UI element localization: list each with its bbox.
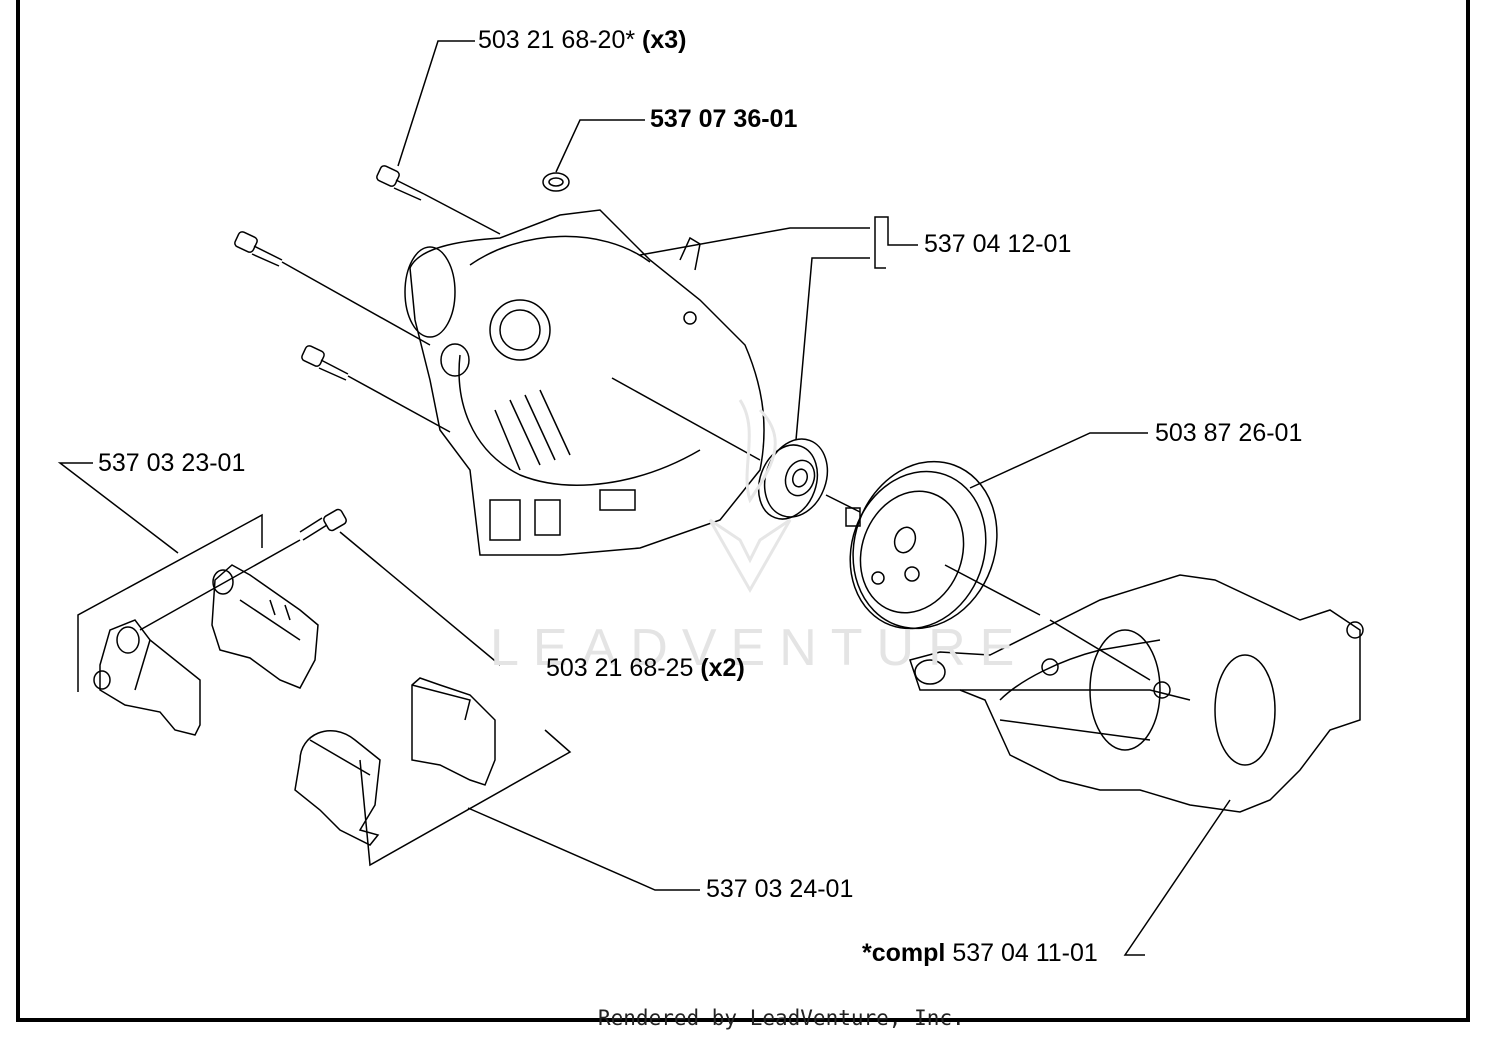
screw-icon xyxy=(234,231,431,346)
clip-icon xyxy=(542,172,570,192)
part-quantity: (x3) xyxy=(642,26,687,54)
crankcase-half-icon xyxy=(404,209,765,556)
part-label-shield-left[interactable]: 537 03 23-01 xyxy=(98,451,245,476)
part-label-clip[interactable]: 537 07 36-01 xyxy=(650,107,797,132)
screw-icon xyxy=(139,508,347,631)
shield-upper-icon xyxy=(411,677,496,786)
shield-lower-icon xyxy=(294,730,381,846)
crankcase-complete-icon xyxy=(909,574,1364,813)
part-label-screw-x2[interactable]: 503 21 68-25 (x2) xyxy=(546,656,745,681)
footer-credit: Rendered by LeadVenture, Inc. xyxy=(598,1006,965,1030)
part-label-clutch-drum[interactable]: 503 87 26-01 xyxy=(1155,421,1302,446)
part-label-screw-x3[interactable]: 503 21 68-20* (x3) xyxy=(478,28,687,53)
part-number: 503 87 26-01 xyxy=(1155,419,1303,447)
part-number: 537 03 24-01 xyxy=(706,875,854,903)
diagram-frame xyxy=(16,0,1470,1022)
screw-icon xyxy=(376,165,501,235)
clutch-drum-icon xyxy=(845,460,1041,630)
shield-middle-icon xyxy=(211,564,319,689)
part-number: 503 21 68-25 xyxy=(546,654,694,682)
part-number: 537 07 36-01 xyxy=(650,105,798,133)
part-number: 537 04 12-01 xyxy=(924,230,1072,258)
shield-left-icon xyxy=(93,619,201,736)
screw-icon xyxy=(301,345,451,433)
bearing-icon xyxy=(611,377,861,520)
part-label-crankcase-complete[interactable]: *compl 537 04 11-01 xyxy=(862,941,1098,966)
part-label-shield-halves[interactable]: 537 03 24-01 xyxy=(706,877,853,902)
part-prefix: *compl xyxy=(862,939,946,967)
watermark: LEADVENTURE xyxy=(490,619,1029,677)
watermark-emblem-icon xyxy=(708,399,792,594)
part-number: 503 21 68-20* xyxy=(478,26,636,54)
part-number: 537 04 11-01 xyxy=(952,939,1098,967)
leader-lines xyxy=(57,40,1231,956)
part-quantity: (x2) xyxy=(700,654,745,682)
part-label-crankcase-half[interactable]: 537 04 12-01 xyxy=(924,232,1071,257)
part-number: 537 03 23-01 xyxy=(98,449,246,477)
